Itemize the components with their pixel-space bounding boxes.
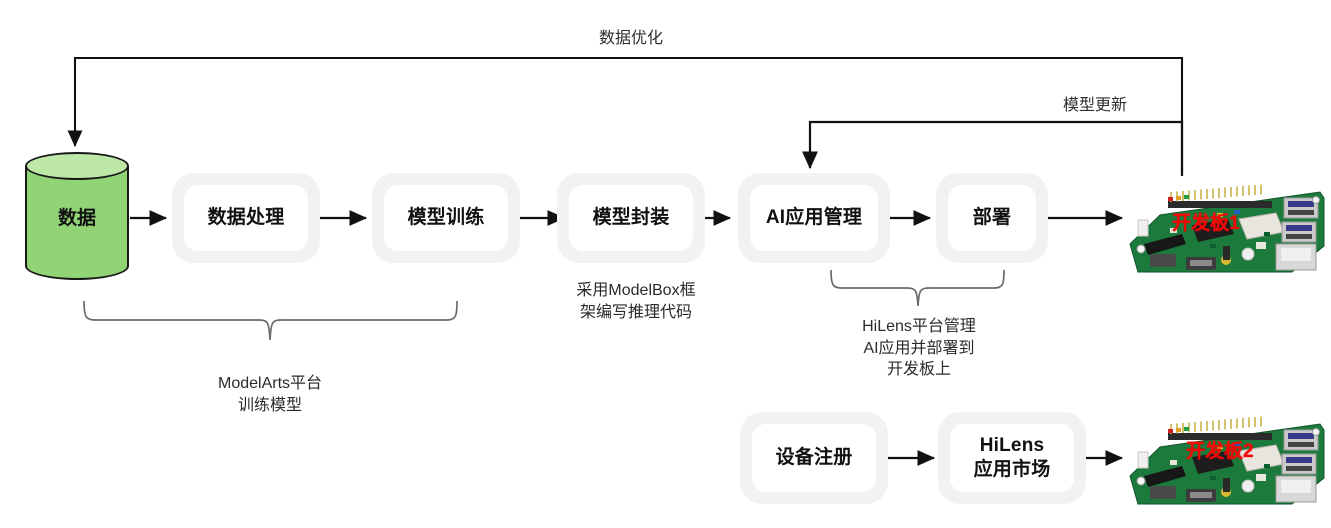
node-device-registration[interactable]: 设备注册: [740, 412, 888, 504]
brace-hilens: [830, 269, 1005, 307]
node-database-label: 数据: [57, 207, 96, 229]
annotation-hilens: HiLens平台管理 AI应用并部署到 开发板上: [862, 318, 976, 379]
node-hilens-marketplace[interactable]: HiLens 应用市场: [938, 412, 1086, 504]
edge-label-data-optimization: 数据优化: [598, 30, 663, 47]
node-deployment-label: 部署: [972, 207, 1012, 229]
edge-data-optimization: [67, 56, 1184, 172]
node-model-packaging-label: 模型封装: [592, 207, 670, 229]
node-database[interactable]: 数据: [25, 152, 129, 280]
annotation-modelbox: 采用ModelBox框 架编写推理代码: [576, 282, 696, 321]
node-device-registration-inner: 设备注册: [752, 424, 876, 492]
node-hilens-marketplace-inner: HiLens 应用市场: [950, 424, 1074, 492]
node-board-2[interactable]: 开发板2: [1124, 404, 1331, 509]
node-board-1[interactable]: 开发板1: [1124, 172, 1331, 277]
node-data-processing-inner: 数据处理: [184, 185, 308, 251]
node-data-processing-label: 数据处理: [207, 207, 285, 229]
edge-label-model-update: 模型更新: [1062, 97, 1127, 114]
annotation-modelarts: ModelArts平台 训练模型: [217, 375, 323, 414]
brace-modelarts: [83, 300, 458, 341]
cylinder-body: [25, 166, 129, 266]
node-model-training-inner: 模型训练: [384, 185, 508, 251]
dev-board-1-image: [1129, 184, 1325, 273]
node-model-training-label: 模型训练: [407, 207, 485, 229]
node-hilens-marketplace-label: HiLens 应用市场: [973, 435, 1051, 480]
node-device-registration-label: 设备注册: [775, 447, 853, 469]
cylinder-top: [25, 152, 129, 180]
node-model-packaging-inner: 模型封装: [569, 185, 693, 251]
edge-model-update: [802, 120, 1184, 176]
node-board-2-label: 开发板2: [1186, 441, 1254, 462]
node-model-packaging[interactable]: 模型封装: [557, 173, 705, 263]
node-data-processing[interactable]: 数据处理: [172, 173, 320, 263]
node-board-1-label: 开发板1: [1172, 213, 1240, 234]
node-deployment[interactable]: 部署: [936, 173, 1048, 263]
node-deployment-inner: 部署: [948, 185, 1036, 251]
node-ai-app-management-label: AI应用管理: [765, 207, 863, 229]
node-model-training[interactable]: 模型训练: [372, 173, 520, 263]
dev-board-2-image: [1129, 416, 1325, 505]
node-ai-app-management[interactable]: AI应用管理: [738, 173, 890, 263]
node-ai-app-management-inner: AI应用管理: [750, 185, 878, 251]
